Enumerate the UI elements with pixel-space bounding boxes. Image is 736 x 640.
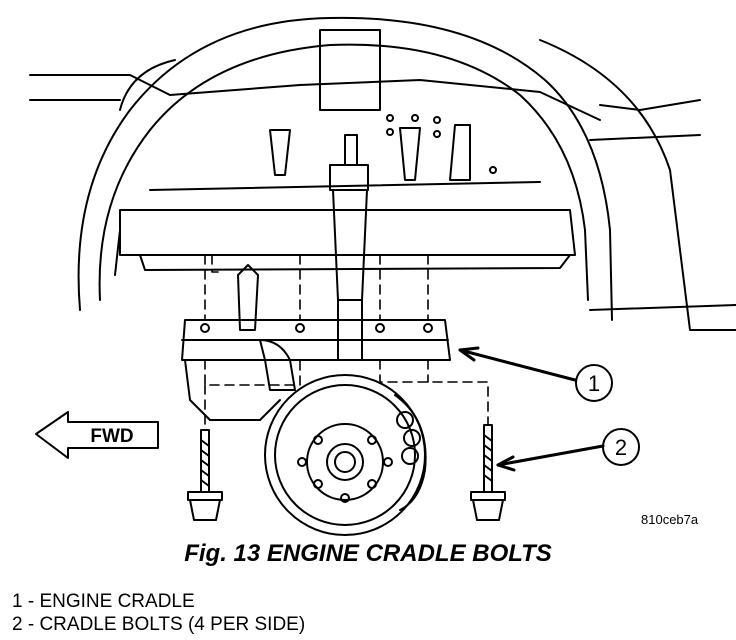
figure-caption: Fig. 13 ENGINE CRADLE BOLTS	[184, 540, 552, 567]
callout-arrow-1	[458, 346, 577, 382]
callout-circle-2	[602, 428, 640, 466]
frame-rail	[114, 181, 576, 276]
legend-item-engine-cradle: 1 - ENGINE CRADLE	[12, 591, 195, 612]
vehicle-body-outline	[29, 59, 701, 141]
brake-rotor	[264, 374, 427, 536]
fwd-arrow-icon	[35, 411, 159, 459]
wheel-arch	[77, 16, 736, 331]
engine-cradle	[181, 264, 451, 421]
cradle-bolt-right	[470, 424, 506, 521]
wheel-well-slots	[269, 114, 497, 181]
callout-arrow-2	[496, 444, 605, 472]
cradle-bolt-left	[187, 429, 223, 521]
reference-code: 810ceb7a	[641, 512, 699, 527]
bolt-alignment-lines	[204, 254, 489, 431]
legend-item-cradle-bolts: 2 - CRADLE BOLTS (4 PER SIDE)	[12, 614, 306, 635]
callout-number-1: 1	[588, 371, 600, 396]
strut-assembly	[319, 29, 381, 361]
callout-circle-1	[575, 364, 613, 402]
fwd-label: FWD	[90, 426, 133, 447]
callout-number-2: 2	[615, 435, 627, 460]
